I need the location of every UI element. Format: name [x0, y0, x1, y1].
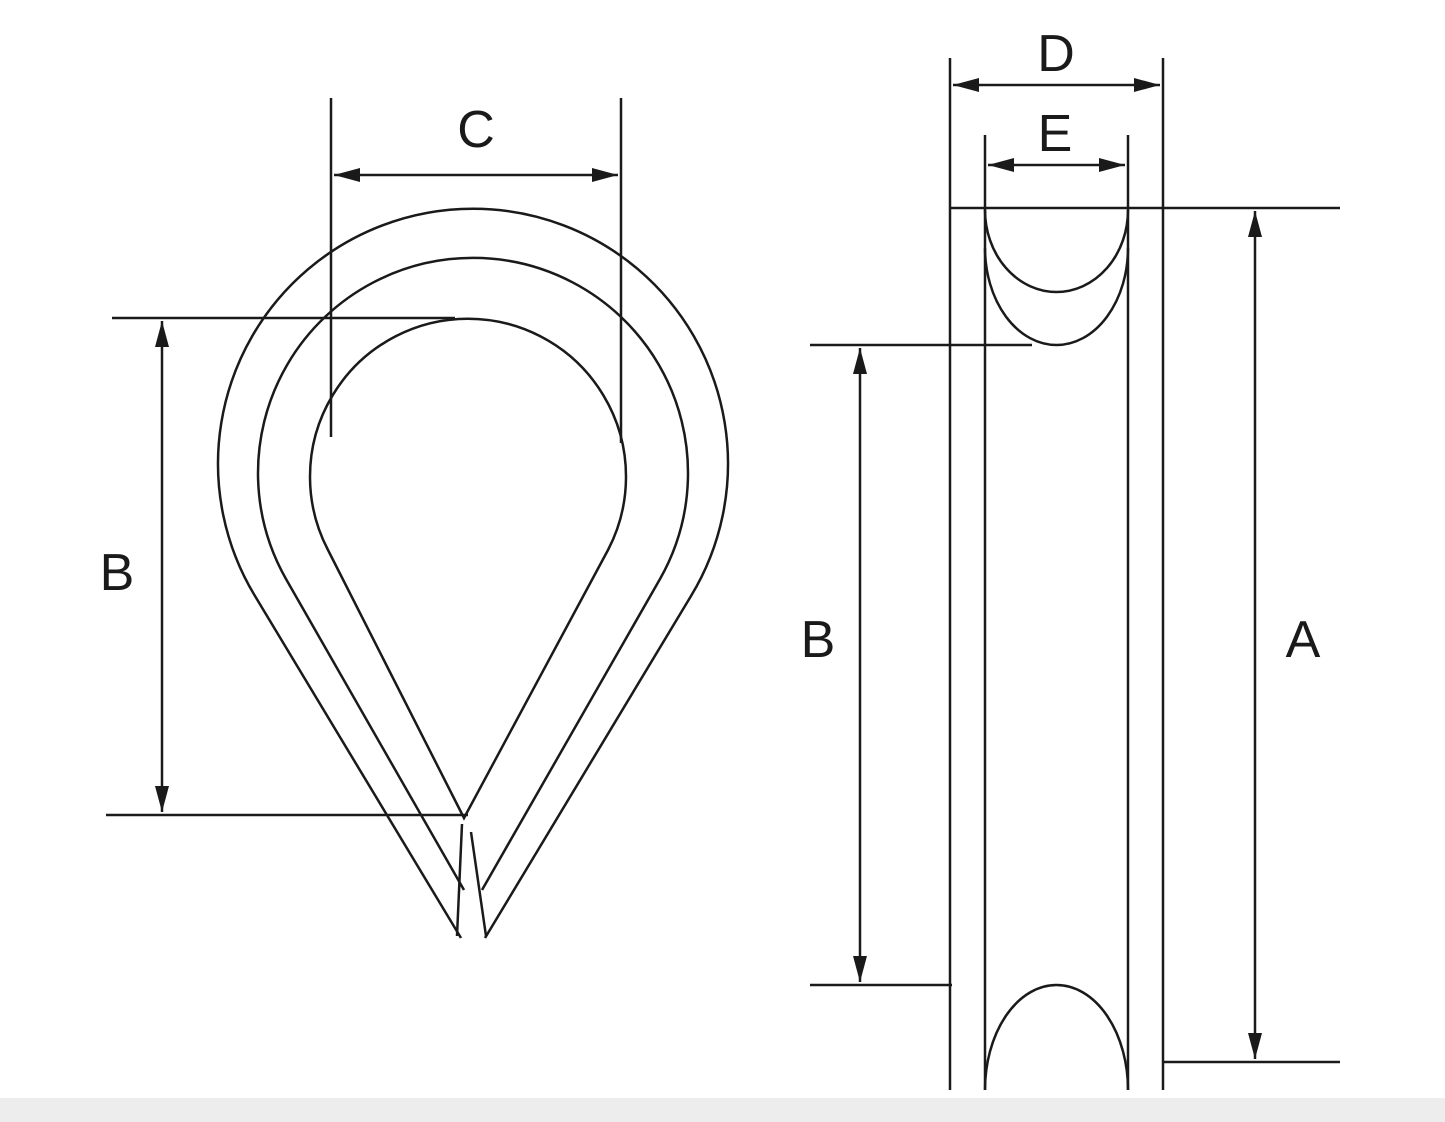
- front-inner-contour: [308, 317, 628, 821]
- arrowhead-down-icon: [853, 956, 867, 982]
- arrowhead-left-icon: [988, 158, 1014, 172]
- dimension-label-D: D: [1037, 25, 1075, 83]
- dimension-label-B-front: B: [100, 544, 135, 602]
- dimension-B-side: B: [801, 343, 1032, 987]
- front-middle-contour: [256, 256, 690, 891]
- arrowhead-left-icon: [953, 78, 979, 92]
- front-strip-end-left-edge: [455, 823, 464, 937]
- arrowhead-right-icon: [1134, 78, 1160, 92]
- dimension-C: C: [329, 98, 623, 443]
- side-bottom-groove-arc: [983, 983, 1130, 1091]
- front-view: [216, 207, 730, 939]
- dimension-label-B-side: B: [801, 611, 836, 669]
- arrowhead-down-icon: [1248, 1033, 1262, 1059]
- footer-bar: [0, 1098, 1445, 1122]
- arrowhead-left-icon: [334, 168, 360, 182]
- dimension-label-E: E: [1038, 105, 1073, 163]
- side-top-groove-arc-outer: [983, 209, 1130, 294]
- arrowhead-right-icon: [592, 168, 618, 182]
- front-strip-end-right-edge: [469, 831, 488, 937]
- dimension-E: E: [988, 105, 1125, 172]
- arrowhead-up-icon: [155, 321, 169, 347]
- side-top-groove-arc-inner: [983, 247, 1130, 347]
- side-view: [948, 58, 1340, 1091]
- arrowhead-right-icon: [1099, 158, 1125, 172]
- arrowhead-down-icon: [155, 786, 169, 812]
- dimension-D: D: [953, 25, 1160, 92]
- arrowhead-up-icon: [1248, 211, 1262, 237]
- dimension-label-C: C: [457, 101, 495, 159]
- dimension-A: A: [1163, 211, 1340, 1064]
- dimension-label-A: A: [1286, 611, 1321, 669]
- front-outer-contour: [216, 207, 730, 939]
- dimension-B-front: B: [100, 316, 468, 817]
- arrowhead-up-icon: [853, 348, 867, 374]
